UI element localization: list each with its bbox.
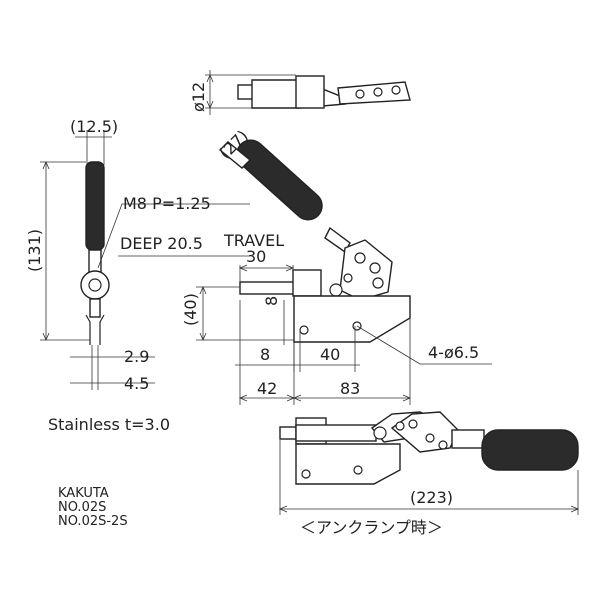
side-view-neck	[88, 249, 102, 273]
dim-40-vertical: (40)	[181, 293, 200, 326]
dim-30: 30	[246, 247, 266, 266]
clamped-view	[196, 139, 492, 405]
dim-4-5: 4.5	[124, 374, 149, 393]
material-note: Stainless t=3.0	[48, 415, 170, 434]
model-number-2: NO.02S-2S	[58, 514, 128, 529]
model-number: NO.02S	[58, 500, 106, 515]
unclamped-plunger-tip	[279, 426, 299, 440]
top-view	[205, 70, 411, 115]
unclamped-base	[295, 443, 401, 485]
dim-223: (223)	[410, 488, 453, 507]
thread-spec: M8 P=1.25	[123, 194, 211, 213]
clamped-link	[339, 239, 393, 301]
side-view	[40, 130, 155, 390]
dim-8-vertical: 8	[262, 296, 281, 306]
unclamped-plunger	[295, 424, 377, 442]
thread-leader	[97, 203, 250, 269]
dim-2-9: 2.9	[124, 347, 149, 366]
hole-spec: 4-ø6.5	[428, 343, 479, 362]
mount-hole	[299, 325, 309, 335]
dim-42: 42	[257, 379, 277, 398]
dim-83: 83	[340, 379, 360, 398]
unclamped-view	[278, 411, 580, 515]
thread-depth: DEEP 20.5	[120, 234, 203, 253]
unclamped-handle	[481, 429, 579, 471]
clamped-guide	[292, 269, 322, 297]
dim-phi12: ø12	[189, 82, 208, 112]
dim-12-5: (12.5)	[70, 117, 118, 136]
dim-40: 40	[320, 345, 340, 364]
brand-name: KAKUTA	[58, 486, 109, 501]
dim-131: (131)	[25, 229, 44, 272]
top-view-block	[295, 75, 325, 109]
dim-8: 8	[260, 345, 270, 364]
side-view-handle	[85, 161, 105, 251]
clamped-base	[293, 295, 411, 343]
clamped-handle	[236, 139, 323, 221]
unclamp-note: ＜アンクランプ時＞	[300, 518, 443, 537]
travel-label: TRAVEL	[223, 231, 284, 250]
clamped-plunger	[239, 281, 297, 295]
mount-hole	[301, 469, 311, 479]
mount-hole	[353, 465, 363, 475]
